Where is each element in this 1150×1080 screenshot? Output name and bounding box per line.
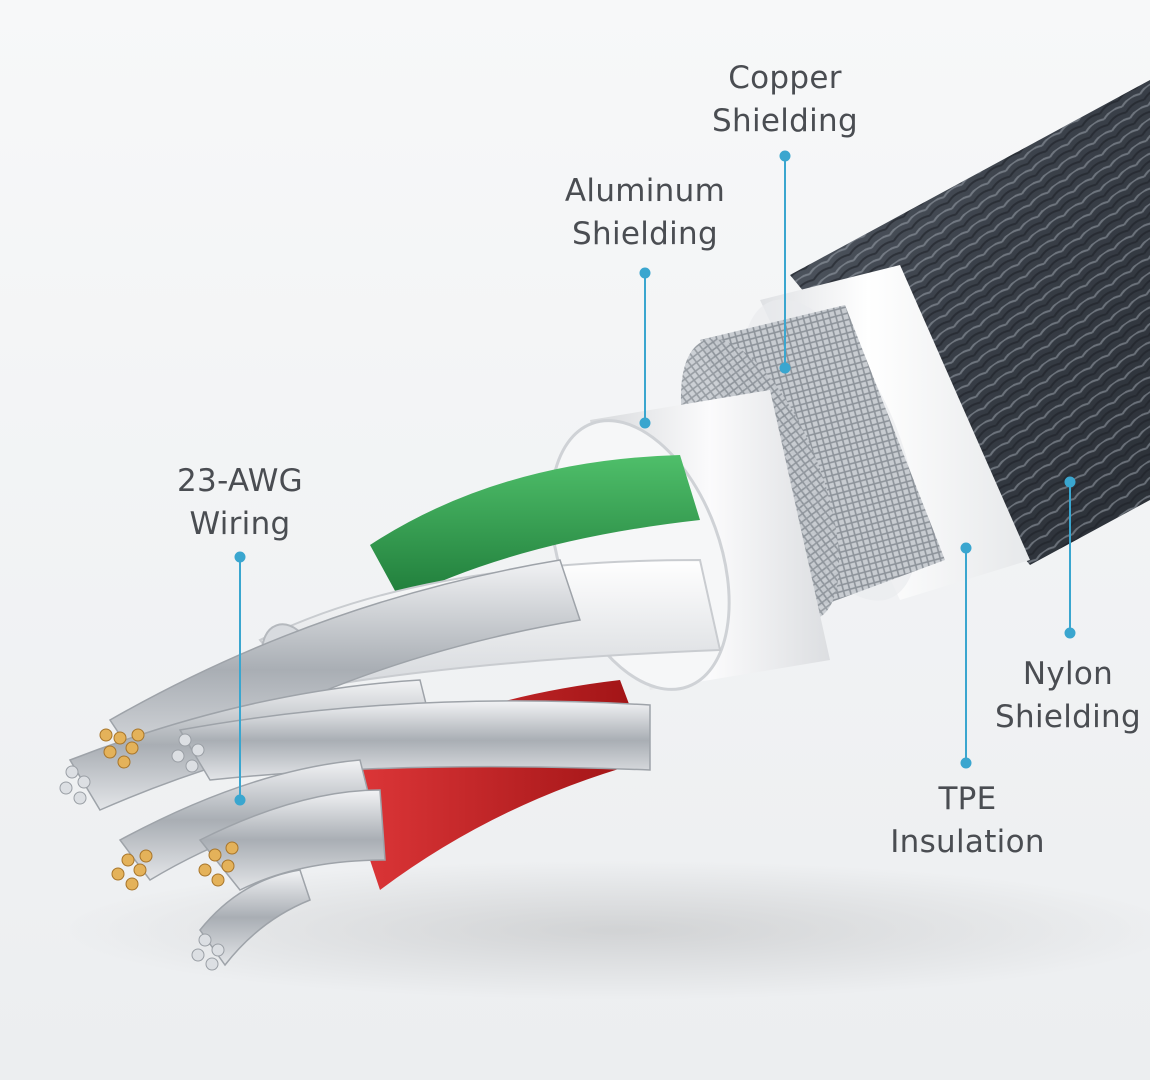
copper-shielding-line1: Copper [728,60,842,96]
copper-shielding-label: Copper Shielding [700,57,870,143]
aluminum-shielding-label: Aluminum Shielding [555,170,735,256]
tpe-insulation-line2: Insulation [890,824,1045,860]
leader-lines [234,150,1076,806]
copper-shielding-line2: Shielding [712,103,858,139]
tpe-insulation-line1: TPE [938,781,997,817]
tpe-insulation-label: TPE Insulation [880,778,1055,864]
nylon-shielding-line1: Nylon [1022,656,1114,692]
aluminum-shielding-line1: Aluminum [564,173,726,209]
stranded-conductors [59,559,651,971]
nylon-braid-jacket [790,80,1150,565]
nylon-shielding-label: Nylon Shielding [990,653,1146,739]
nylon-shielding-line2: Shielding [995,699,1141,735]
awg-wiring-label: 23-AWG Wiring [155,460,325,546]
aluminum-shielding-line2: Shielding [572,216,718,252]
awg-wiring-line2: Wiring [189,506,291,542]
awg-wiring-line1: 23-AWG [177,463,303,499]
